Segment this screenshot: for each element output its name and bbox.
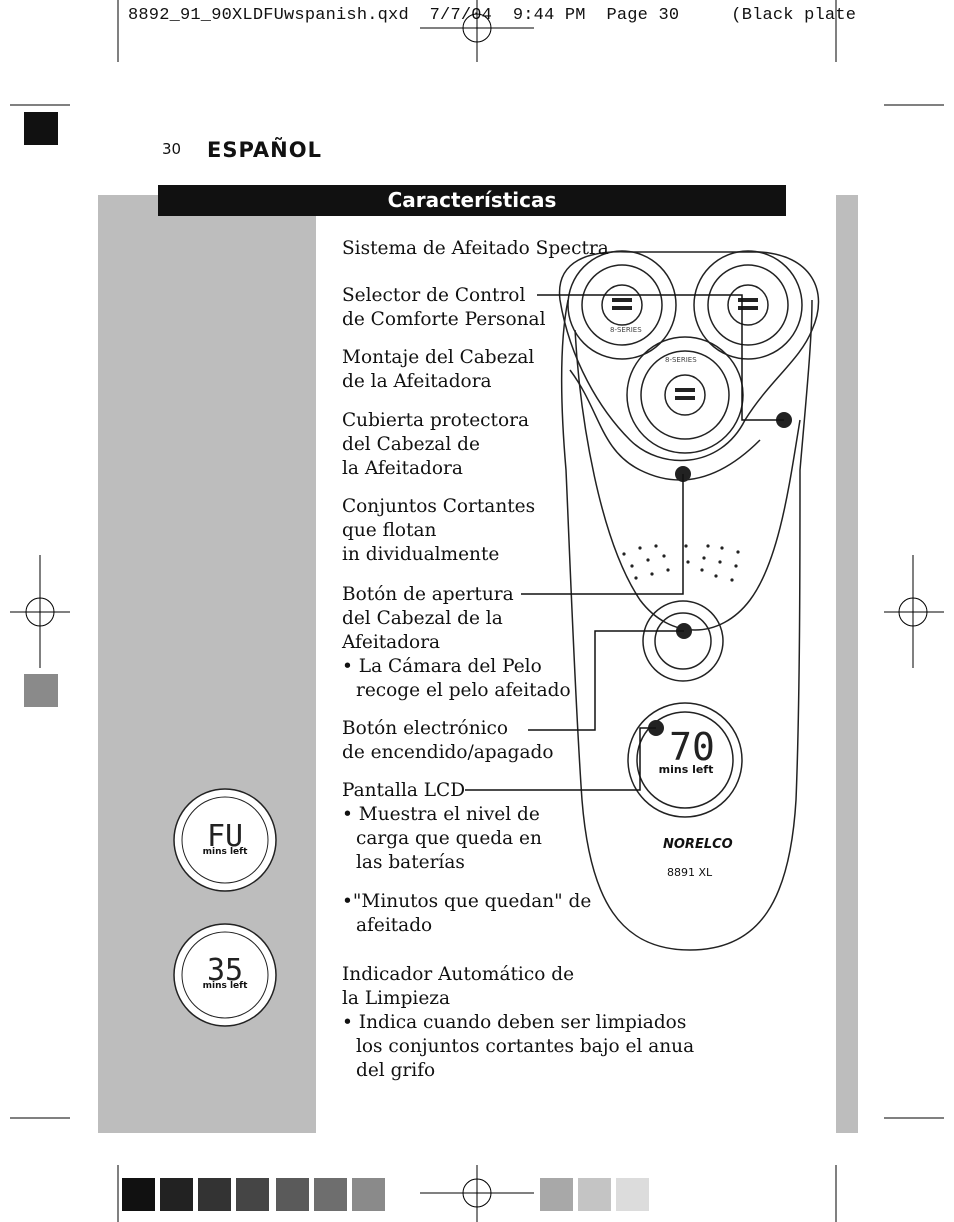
lcd-example-unit: mins left <box>203 981 248 991</box>
lcd-example-unit: mins left <box>203 847 248 857</box>
brand-logo: NORELCO <box>663 837 733 852</box>
model-label: 8891 XL <box>667 866 713 879</box>
head-label: 8-SERIES <box>610 326 642 334</box>
head-label: 8-SERIES <box>665 356 697 364</box>
feature-item: Pantalla LCD• Muestra el nivel de carga … <box>342 779 542 875</box>
shaver-lcd-unit: mins left <box>659 763 714 776</box>
feature-item: Sistema de Afeitado Spectra <box>342 237 609 261</box>
